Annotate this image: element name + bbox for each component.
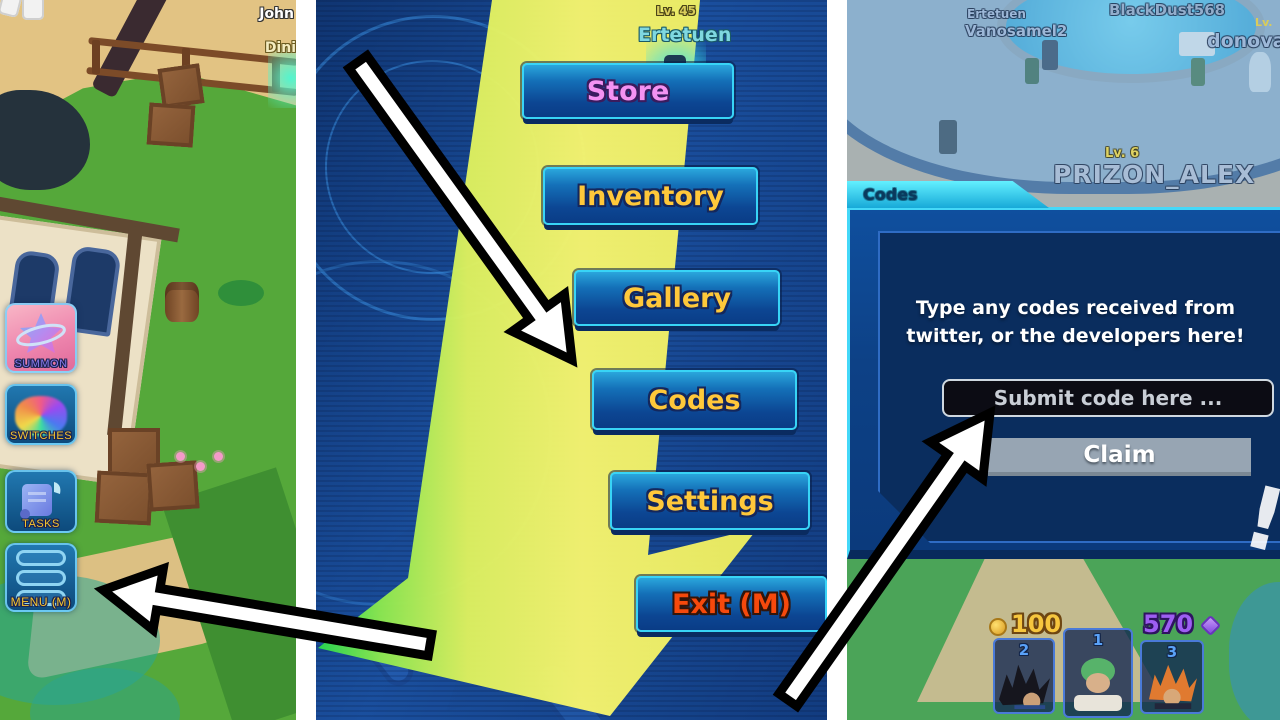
crate (94, 470, 154, 526)
hamburger-icon (7, 549, 75, 606)
scroll-icon (20, 482, 61, 519)
npc-level: Lv. 6 (1105, 146, 1140, 161)
npc-nametag: PRIZON_ALEX (1053, 160, 1256, 189)
player-level: Lv. (1255, 16, 1273, 29)
flower (196, 462, 205, 471)
codes-tab: Codes (847, 181, 1049, 208)
unit-card[interactable]: 2 (993, 638, 1055, 714)
inventory-button[interactable]: Inventory (543, 167, 758, 225)
player-nametag: John (259, 6, 294, 22)
fence-post (92, 40, 100, 74)
unit-card[interactable]: 1 (1063, 628, 1133, 718)
unit-card[interactable]: 3 (1140, 640, 1204, 714)
bush (218, 280, 264, 306)
menu-panel: Lv. 45 Ertetuen Store Inventory Gallery … (316, 0, 827, 720)
barrel (165, 282, 199, 322)
crate (157, 63, 205, 109)
coin-icon (989, 618, 1007, 636)
npc-figure (1042, 40, 1058, 70)
panel-divider (827, 0, 847, 720)
switches-button[interactable]: SWITCHES (5, 384, 77, 445)
tasks-label: TASKS (22, 518, 60, 530)
crate (146, 460, 200, 512)
npc-figure (1249, 52, 1271, 92)
player-nametag: donovan (1207, 30, 1280, 52)
gallery-button[interactable]: Gallery (574, 270, 780, 326)
sign-board (1179, 32, 1215, 56)
npc-figure (1025, 58, 1039, 84)
menu-button[interactable]: MENU (M) (5, 543, 77, 612)
summon-glow-effect (268, 48, 296, 108)
goku-portrait (999, 664, 1050, 711)
codes-button[interactable]: Codes (592, 370, 797, 430)
player-level: Lv. 45 (656, 4, 696, 18)
rainbow-blob-icon (15, 395, 67, 436)
player-nametag: Dini (264, 40, 296, 56)
store-button[interactable]: Store (522, 63, 734, 119)
left-game-panel: John Dini SUMMON SWITCHES (0, 0, 296, 720)
list-icon[interactable] (22, 0, 44, 20)
zoro-portrait (1074, 658, 1122, 711)
player-nametag: BlackDust568 (1109, 1, 1226, 19)
rock-silhouette (0, 90, 90, 190)
code-input[interactable] (942, 379, 1274, 417)
settings-button[interactable]: Settings (610, 472, 810, 530)
codes-instruction: Type any codes received from twitter, or… (906, 297, 1245, 347)
summon-label: SUMMON (14, 358, 68, 370)
player-nametag: Ertetuen (967, 7, 1026, 21)
flower (176, 452, 185, 461)
player-nametag: Vanosamel2 (965, 22, 1068, 40)
switches-label: SWITCHES (9, 430, 73, 442)
npc-figure (939, 120, 957, 154)
haze-overlay (847, 0, 1280, 212)
exit-button[interactable]: Exit (M) (636, 576, 827, 632)
codes-panel: Ertetuen Vanosamel2 BlackDust568 Lv. don… (847, 0, 1280, 720)
npc-figure (1191, 58, 1205, 86)
plaza-scene: Ertetuen Vanosamel2 BlackDust568 Lv. don… (847, 0, 1280, 212)
panel-divider (296, 0, 316, 720)
star-ring-icon (16, 312, 66, 353)
codes-inner-panel: Type any codes received from twitter, or… (878, 231, 1280, 543)
codes-window: Type any codes received from twitter, or… (847, 207, 1280, 559)
player-nametag: Ertetuen (638, 24, 732, 46)
menu-label: MENU (M) (10, 595, 72, 609)
gem-count: 570 (1143, 610, 1194, 638)
crate (146, 102, 196, 148)
coin-count: 100 (1011, 610, 1062, 638)
summon-button[interactable]: SUMMON (5, 303, 77, 373)
flower (214, 452, 223, 461)
claim-button[interactable]: Claim (988, 438, 1251, 476)
ichigo-portrait (1148, 664, 1197, 709)
tasks-button[interactable]: TASKS (5, 470, 77, 533)
